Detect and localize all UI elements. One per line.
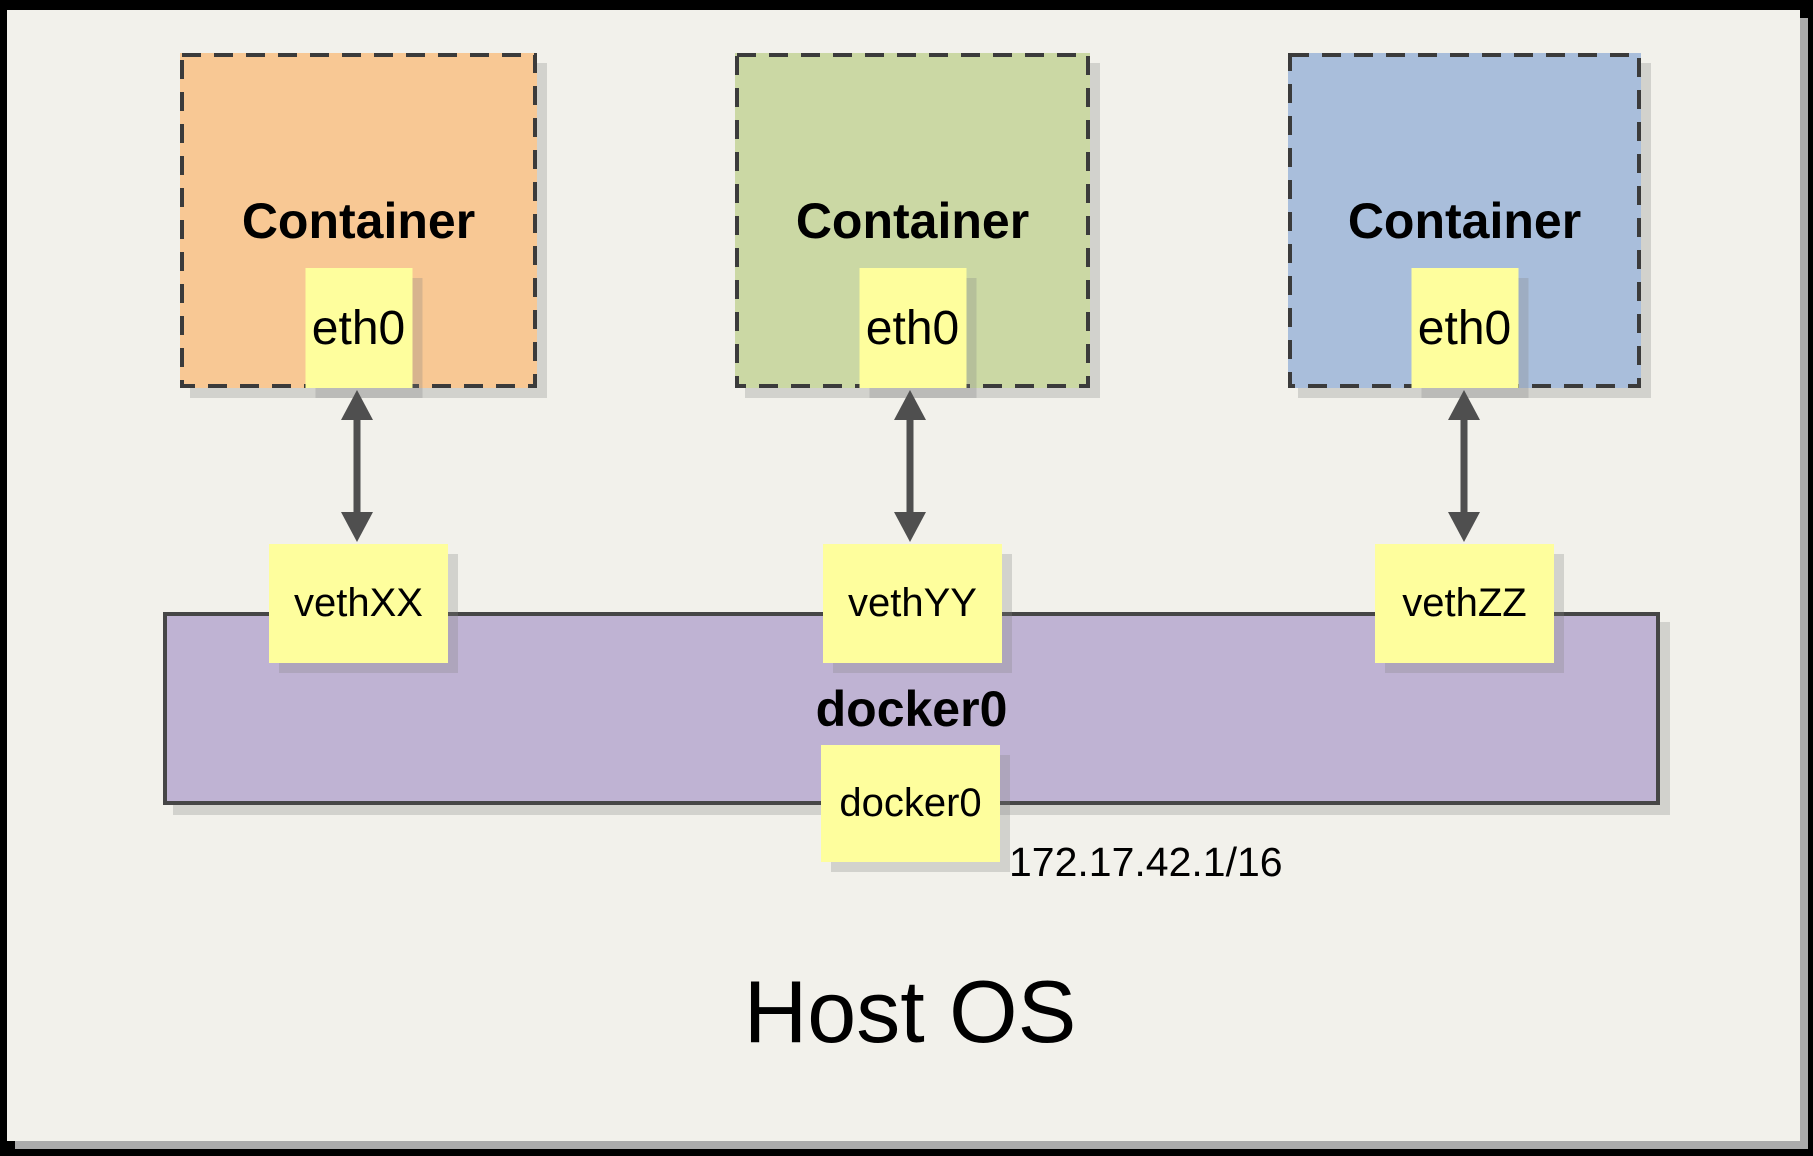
docker0-ip-address: 172.17.42.1/16 (1009, 839, 1283, 885)
vethyy-label: vethYY (848, 581, 977, 625)
vethxx-box: vethXX (269, 544, 448, 663)
container-3-eth0-label: eth0 (1417, 301, 1512, 355)
container-3-eth0-box: eth0 (1411, 268, 1518, 388)
container-1-eth0-label: eth0 (311, 301, 406, 355)
container-box-1: Container eth0 (180, 53, 537, 388)
docker0-interface-label: docker0 (839, 781, 982, 825)
container-2-eth0-label: eth0 (865, 301, 960, 355)
bidirectional-arrow-icon (1448, 390, 1480, 542)
container-box-3: Container eth0 (1288, 53, 1641, 388)
container-2-eth0-box: eth0 (859, 268, 966, 388)
docker0-bridge-title: docker0 (815, 680, 1008, 737)
container-2-title: Container (795, 192, 1030, 249)
container-1-title: Container (241, 192, 476, 249)
container-1-eth0-box: eth0 (305, 268, 412, 388)
container-3-title: Container (1347, 192, 1582, 249)
vethyy-box: vethYY (823, 544, 1002, 663)
vethzz-box: vethZZ (1375, 544, 1554, 663)
container-box-2: Container eth0 (735, 53, 1090, 388)
vethxx-label: vethXX (294, 581, 423, 625)
bidirectional-arrow-icon (341, 390, 373, 542)
vethzz-label: vethZZ (1402, 581, 1527, 625)
docker0-interface-box: docker0 (821, 745, 1000, 862)
host-os-label: Host OS (743, 962, 1077, 1061)
bidirectional-arrow-icon (894, 390, 926, 542)
